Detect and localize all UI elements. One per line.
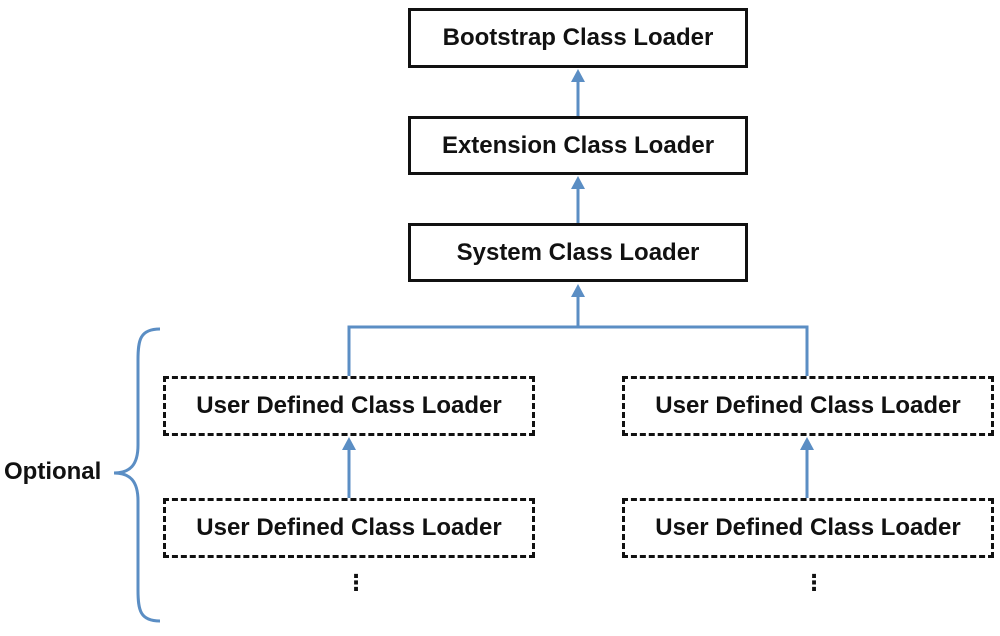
optional-brace <box>113 327 161 623</box>
user-defined-loader-label: User Defined Class Loader <box>655 514 961 541</box>
extension-class-loader-box: Extension Class Loader <box>408 116 748 175</box>
bootstrap-class-loader-box: Bootstrap Class Loader <box>408 8 748 68</box>
user-defined-loader-label: User Defined Class Loader <box>196 392 502 419</box>
user-defined-loader-label: User Defined Class Loader <box>655 392 961 419</box>
user-defined-loader-label: User Defined Class Loader <box>196 514 502 541</box>
ellipsis-right: ⋮ <box>803 571 825 596</box>
user-defined-loader-left-top-box: User Defined Class Loader <box>163 376 535 436</box>
bootstrap-class-loader-label: Bootstrap Class Loader <box>442 24 714 51</box>
system-class-loader-label: System Class Loader <box>456 238 700 266</box>
extension-class-loader-label: Extension Class Loader <box>441 131 715 159</box>
system-class-loader-box: System Class Loader <box>408 223 748 282</box>
arrow-users-to-system <box>347 284 809 376</box>
arrow-extension-to-bootstrap <box>571 69 585 116</box>
arrow-system-to-extension <box>571 176 585 223</box>
user-defined-loader-right-top-box: User Defined Class Loader <box>622 376 994 436</box>
arrow-user-right-bottom-to-top <box>800 437 814 498</box>
ellipsis-left: ⋮ <box>345 571 367 596</box>
user-defined-loader-left-bottom-box: User Defined Class Loader <box>163 498 535 558</box>
optional-label: Optional <box>4 458 102 485</box>
arrow-user-left-bottom-to-top <box>342 437 356 498</box>
user-defined-loader-right-bottom-box: User Defined Class Loader <box>622 498 994 558</box>
